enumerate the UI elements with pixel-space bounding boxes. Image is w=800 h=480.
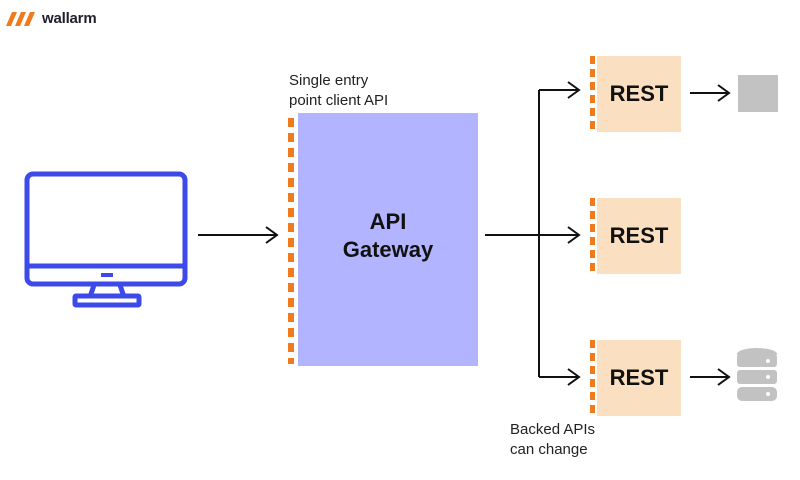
monitor-icon	[24, 171, 188, 308]
entry-point-label: Single entry point client API	[289, 72, 389, 109]
arrow-gateway-to-services	[485, 81, 581, 386]
rest-service-1-label: REST	[609, 81, 669, 106]
rest-service-1: REST	[597, 56, 681, 132]
rest-3-dashed-border	[590, 340, 595, 416]
arrow-rest3-to-database	[690, 368, 731, 386]
gateway-dashed-border	[288, 118, 294, 364]
storage-box-icon	[738, 75, 778, 112]
wallarm-logo-icon	[6, 12, 35, 26]
rest-service-3-label: REST	[609, 365, 669, 390]
rest-service-3: REST	[597, 340, 681, 416]
brand-name: wallarm	[42, 9, 97, 27]
rest-service-2-label: REST	[609, 223, 669, 248]
api-gateway-title: API Gateway	[342, 209, 434, 262]
api-gateway-box	[298, 113, 478, 366]
arrow-client-to-gateway	[198, 226, 279, 244]
arrow-rest1-to-storage	[690, 84, 731, 102]
database-icon	[737, 348, 777, 401]
brand-logo: wallarm	[6, 8, 97, 28]
rest-service-2: REST	[597, 198, 681, 274]
rest-2-dashed-border	[590, 198, 595, 274]
rest-1-dashed-border	[590, 56, 595, 132]
backed-apis-label: Backed APIs can change	[510, 421, 596, 458]
